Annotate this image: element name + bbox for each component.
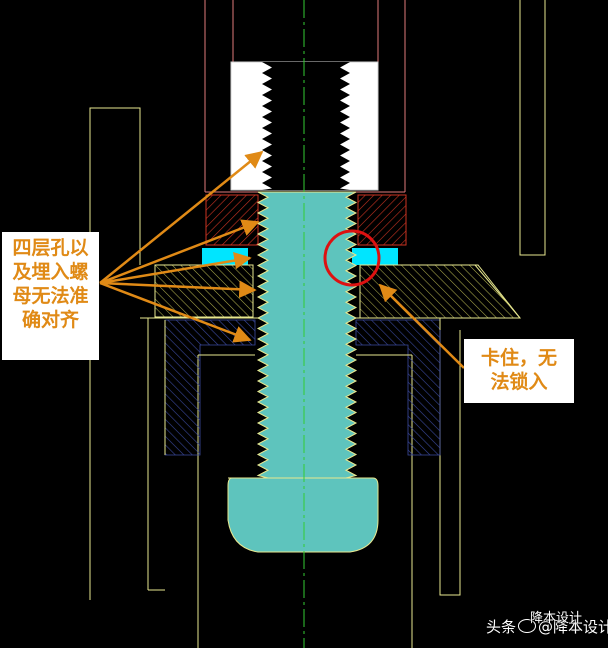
callout-right: 卡住，无 法锁入 — [464, 339, 574, 403]
callout-left-line: 及埋入螺 — [12, 261, 89, 283]
circle-highlight-icon — [323, 229, 381, 287]
arrow-icon — [99, 150, 264, 284]
bolt-head — [227, 477, 379, 553]
arrow-icon — [99, 251, 252, 285]
callout-left-line: 四层孔以 — [12, 237, 89, 259]
callout-arrows — [99, 150, 465, 369]
callout-left-line: 母无法准 — [12, 285, 89, 307]
callout-right-line: 法锁入 — [490, 371, 548, 393]
arrow-icon — [99, 219, 260, 285]
nut-thread-bore — [262, 62, 350, 190]
watermark-brand: @降本设计 — [538, 618, 608, 636]
arrow-icon — [99, 281, 252, 343]
callout-right-line: 卡住，无 — [480, 347, 557, 369]
watermark-overlay: 降本设计 — [530, 611, 583, 626]
arrow-icon — [378, 283, 465, 369]
chat-bubble-icon — [518, 619, 537, 633]
bolt — [227, 191, 379, 553]
hatched-lower-parts — [148, 317, 441, 456]
arrow-icon — [99, 280, 257, 299]
callout-left-line: 确对齐 — [21, 309, 79, 331]
bolt-threaded-shank — [256, 191, 358, 479]
callout-left: 四层孔以 及埋入螺 母无法准 确对齐 — [2, 232, 99, 360]
watermark: 头条 @降本设计 降本设计 — [486, 611, 608, 637]
watermark-prefix: 头条 — [486, 618, 517, 636]
